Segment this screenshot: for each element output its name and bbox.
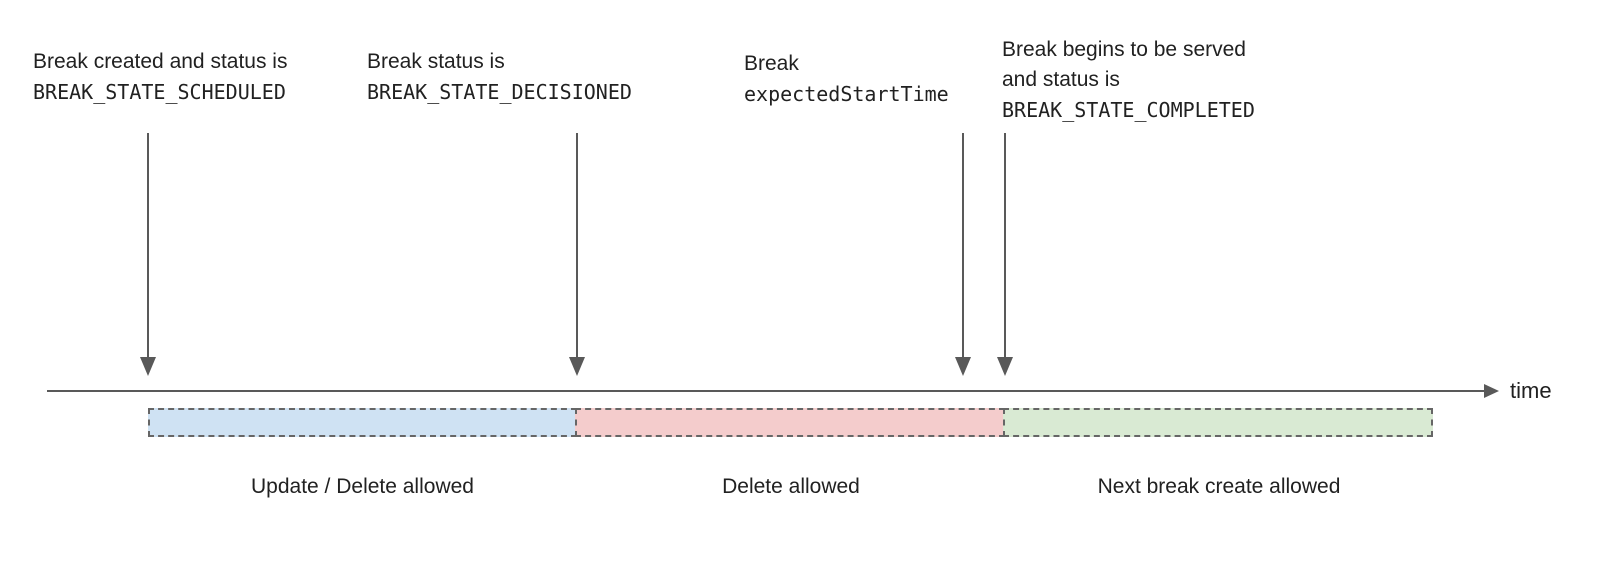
segment-next-break-create-allowed [1003, 408, 1433, 437]
annotation-code: BREAK_STATE_DECISIONED [367, 80, 632, 104]
annotation-text: Break begins to be served and status is [1002, 38, 1246, 91]
arrow-head [140, 357, 156, 376]
annotation-break-decisioned: Break status is BREAK_STATE_DECISIONED [367, 47, 632, 107]
segment-label: Next break create allowed [1097, 475, 1341, 498]
annotation-text: Break created and status is [33, 50, 288, 73]
arrow-head [955, 357, 971, 376]
annotation-text: Break status is [367, 50, 505, 73]
annotation-code: expectedStartTime [744, 82, 949, 106]
annotation-code: BREAK_STATE_COMPLETED [1002, 98, 1255, 122]
arrow-head [569, 357, 585, 376]
arrow-stem [962, 133, 964, 359]
down-arrow-icon [569, 133, 585, 376]
annotation-text: Break [744, 52, 799, 75]
arrow-head [997, 357, 1013, 376]
timeline-axis [47, 390, 1487, 392]
segment-delete-allowed [575, 408, 1005, 437]
arrow-stem [576, 133, 578, 359]
down-arrow-icon [955, 133, 971, 376]
arrow-stem [147, 133, 149, 359]
arrow-stem [1004, 133, 1006, 359]
annotation-break-completed: Break begins to be served and status is … [1002, 35, 1280, 125]
time-axis-label: time [1510, 378, 1552, 403]
segment-label: Delete allowed [722, 475, 860, 498]
annotation-break-scheduled: Break created and status is BREAK_STATE_… [33, 47, 287, 107]
annotation-code: BREAK_STATE_SCHEDULED [33, 80, 286, 104]
segment-update-delete-allowed [148, 408, 577, 437]
segment-label: Update / Delete allowed [251, 475, 474, 498]
down-arrow-icon [140, 133, 156, 376]
down-arrow-icon [997, 133, 1013, 376]
right-arrow-icon [1484, 384, 1499, 398]
annotation-expected-start-time: Break expectedStartTime [744, 49, 949, 109]
